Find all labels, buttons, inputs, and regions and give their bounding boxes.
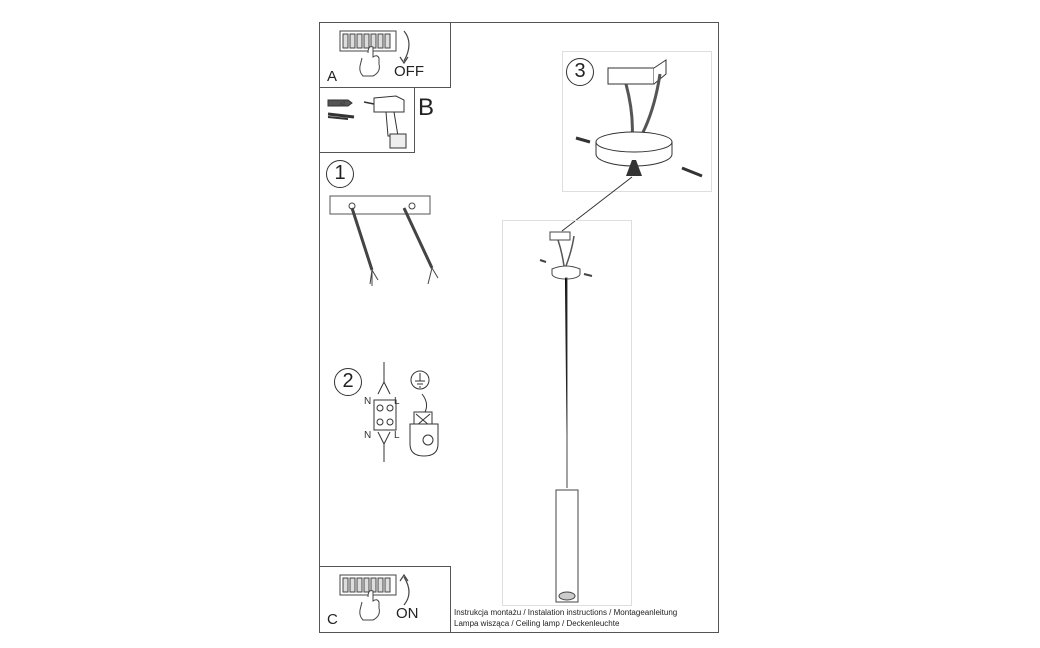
panel-b-tools: x2 B	[319, 87, 434, 153]
curved-arrow-icon	[403, 30, 410, 62]
panel-a-letter: A	[327, 68, 338, 85]
caption-line-1: Instrukcja montażu / Instalation instruc…	[454, 608, 678, 617]
ground-symbol-icon	[409, 370, 439, 457]
wire-label-n-bottom: N	[364, 430, 372, 441]
curved-arrow-icon	[403, 576, 410, 606]
step-3-badge: 3	[566, 58, 594, 86]
panel-a-power-off: A OFF	[319, 22, 451, 88]
panel-c-power-on: C ON	[319, 566, 451, 633]
breaker-panel-icon	[339, 30, 410, 77]
step-1-wires-illustration	[329, 195, 439, 286]
breaker-panel-icon	[339, 573, 410, 621]
plug-quantity: x2	[340, 101, 346, 107]
wire-label-l-bottom: L	[394, 430, 400, 441]
terminal-block-icon	[373, 362, 397, 462]
screw-icon	[575, 136, 591, 144]
zoom-link-line	[561, 176, 633, 232]
wire-label-n-top: N	[364, 396, 372, 407]
panel-a-state: OFF	[394, 63, 424, 80]
ceiling-canopy-icon	[575, 59, 703, 178]
panel-b-letter: B	[418, 94, 435, 121]
hand-icon	[359, 46, 380, 77]
drill-icon	[363, 95, 407, 149]
pendant-lamp-icon	[539, 231, 593, 603]
panel-c-state: ON	[396, 605, 419, 622]
step-2-badge: 2	[334, 368, 362, 396]
lamp-frame	[502, 220, 632, 606]
caption-line-2: Lampa wisząca / Ceiling lamp / Deckenleu…	[454, 619, 620, 628]
instruction-sheet	[319, 22, 719, 633]
step-3-detail-frame	[562, 51, 712, 192]
panel-c-letter: C	[327, 611, 338, 628]
wire-label-l-top: L	[394, 396, 400, 407]
wall-plug-icon	[327, 99, 355, 120]
step-1-badge: 1	[326, 160, 354, 188]
